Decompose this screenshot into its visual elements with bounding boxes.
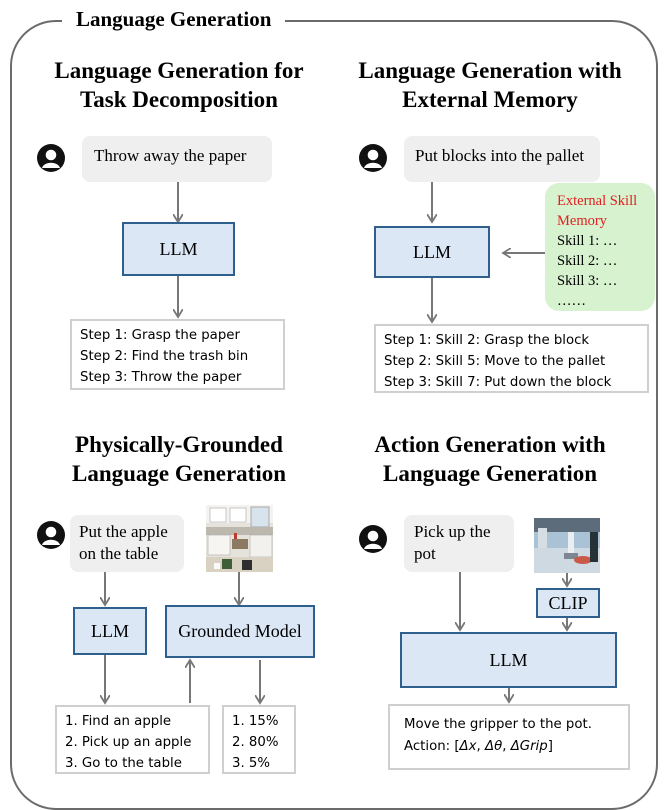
grounded-step-1: 1. Find an apple <box>65 714 172 729</box>
clip-box: CLIP <box>536 588 600 618</box>
action-prompt: Pick up the pot <box>404 515 514 572</box>
task-llm-box: LLM <box>122 222 235 276</box>
task-steps-box: Step 1: Grasp the paper Step 2: Find the… <box>70 319 285 390</box>
grounded-score-1: 1. 15% <box>232 714 279 729</box>
grounded-prompt: Put the apple on the table <box>70 515 184 572</box>
figure-title: Language Generation <box>62 5 286 33</box>
action-output-box: Move the gripper to the pot. Action: [Δx… <box>388 704 630 770</box>
memory-step-3: Step 3: Skill 7: Put down the block <box>384 375 612 390</box>
task-step-2: Step 2: Find the trash bin <box>80 349 249 364</box>
grounded-step-3: 3. Go to the table <box>65 756 182 771</box>
task-step-3: Step 3: Throw the paper <box>80 370 242 385</box>
robot-scene-image <box>534 518 600 573</box>
memory-prompt: Put blocks into the pallet <box>404 136 600 182</box>
memory-item: Skill 1: … <box>557 233 618 249</box>
grounded-model-box: Grounded Model <box>165 605 315 658</box>
task-prompt: Throw away the paper <box>82 136 272 182</box>
task-step-1: Step 1: Grasp the paper <box>80 328 240 343</box>
panel-task-title: Language Generation for Task Decompositi… <box>54 58 304 112</box>
grounded-llm-box: LLM <box>73 607 147 655</box>
memory-item: Skill 2: … <box>557 253 618 269</box>
memory-llm-box: LLM <box>374 226 490 278</box>
grounded-step-2: 2. Pick up an apple <box>65 735 192 750</box>
grounded-score-3: 3. 5% <box>232 756 271 771</box>
panel-memory-title: Language Generation with External Memory <box>358 58 622 112</box>
memory-item: …… <box>557 293 586 309</box>
user-icon <box>37 144 65 172</box>
panel-grounded-title: Physically-Grounded Language Generation <box>71 432 287 486</box>
grounded-steps-box: 1. Find an apple 2. Pick up an apple 3. … <box>55 705 210 774</box>
kitchen-image <box>206 505 273 572</box>
grounded-scores-box: 1. 15% 2. 80% 3. 5% <box>222 705 296 774</box>
memory-steps-box: Step 1: Skill 2: Grasp the block Step 2:… <box>374 324 649 393</box>
memory-step-1: Step 1: Skill 2: Grasp the block <box>384 333 590 348</box>
grounded-score-2: 2. 80% <box>232 735 279 750</box>
action-vector: Action: [Δx, Δθ, ΔGrip] <box>404 739 553 754</box>
user-icon <box>359 525 387 553</box>
user-icon <box>37 521 65 549</box>
user-icon <box>359 144 387 172</box>
panel-action-title: Action Generation with Language Generati… <box>374 432 606 486</box>
memory-step-2: Step 2: Skill 5: Move to the pallet <box>384 354 606 369</box>
memory-item: Skill 3: … <box>557 273 618 289</box>
action-output-text: Move the gripper to the pot. <box>404 717 592 732</box>
action-llm-box: LLM <box>400 632 617 688</box>
